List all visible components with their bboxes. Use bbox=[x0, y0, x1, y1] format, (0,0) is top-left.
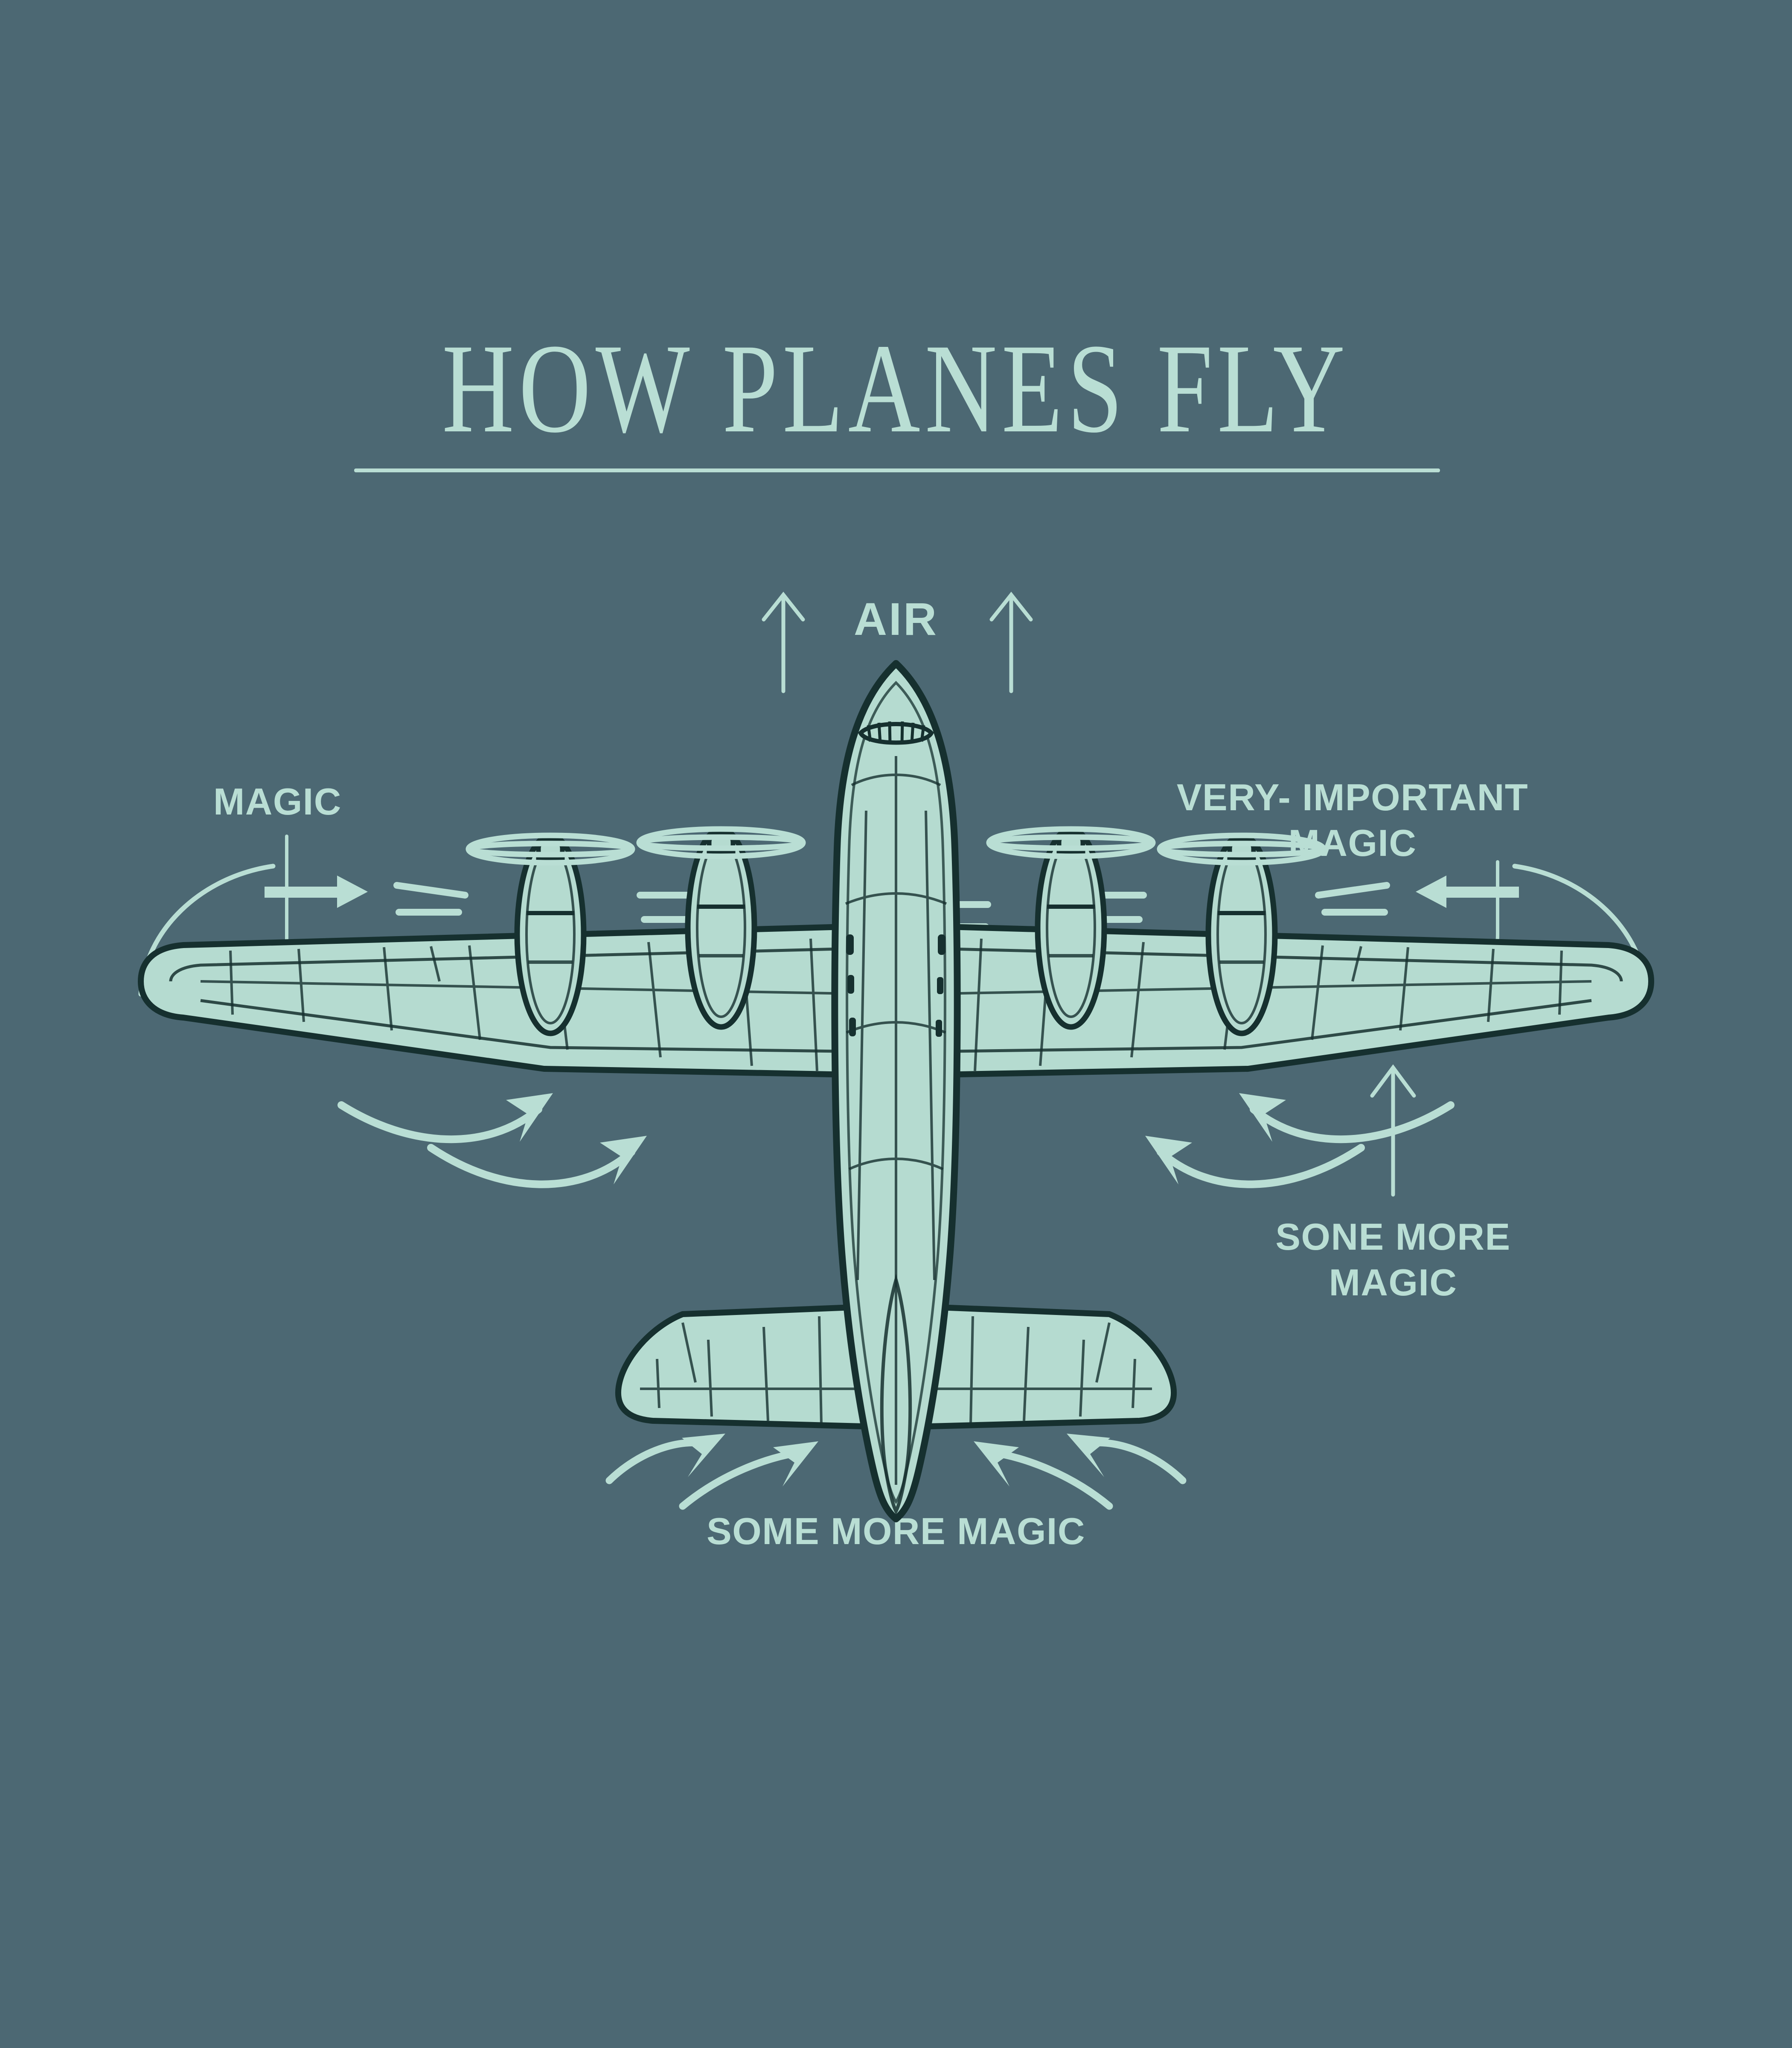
propeller-disc-outer-left bbox=[465, 832, 635, 866]
curved-arrow-left-lower-head bbox=[600, 1136, 647, 1184]
curved-arrow-right-lower-head bbox=[1145, 1136, 1192, 1184]
page-title: HOW PLANES FLY bbox=[442, 317, 1350, 459]
tail-arrow-right-outer-head bbox=[1067, 1434, 1110, 1477]
wing-right bbox=[912, 923, 1654, 1078]
label-air: AIR bbox=[854, 593, 938, 645]
label-some-more-magic: SOME MORE MAGIC bbox=[707, 1510, 1085, 1552]
curved-arrow-right-upper-head bbox=[1239, 1093, 1286, 1142]
fuselage-door-marks bbox=[846, 934, 945, 1037]
label-sone-more-magic: SONE MORE MAGIC bbox=[1275, 1216, 1511, 1304]
airflow-arrow-left bbox=[265, 876, 368, 908]
wing-edge-highlights bbox=[169, 946, 1623, 1053]
tail-arrow-left-outer-head bbox=[682, 1434, 725, 1477]
curved-arrow-right-upper bbox=[1250, 1101, 1455, 1143]
engine-nacelle-outer-right bbox=[1205, 832, 1278, 1036]
tail-arrow-right-outer bbox=[1080, 1439, 1187, 1484]
wing-left bbox=[138, 923, 880, 1078]
curved-arrow-left-upper-head bbox=[506, 1093, 553, 1142]
propeller-disc-inner-right bbox=[986, 826, 1156, 859]
label-magic: MAGIC bbox=[213, 780, 342, 823]
tail-cone bbox=[880, 1274, 912, 1515]
air-up-arrow-left bbox=[762, 591, 805, 693]
tail-arrow-left-inner-head bbox=[773, 1441, 818, 1487]
fuselage-frame-lines bbox=[845, 756, 947, 1485]
cockpit-window-mullions bbox=[867, 721, 925, 744]
curved-arrow-right-lower bbox=[1157, 1144, 1365, 1188]
curved-arrow-left-upper bbox=[337, 1101, 542, 1143]
title-underline-rule bbox=[354, 468, 1440, 472]
tail-arrow-right-inner-head bbox=[974, 1441, 1019, 1487]
propeller-disc-outer-right bbox=[1157, 832, 1327, 866]
airflow-dashes-right bbox=[1315, 882, 1390, 916]
curved-arrow-left-lower bbox=[427, 1144, 635, 1188]
label-very-important-magic: VERY- IMPORTANT MAGIC bbox=[1176, 776, 1529, 864]
airflow-arrow-right bbox=[1416, 876, 1519, 908]
title-block: HOW PLANES FLY bbox=[0, 324, 1792, 452]
airflow-dashes-left bbox=[393, 882, 468, 916]
tail-arrow-left-outer bbox=[605, 1439, 712, 1484]
air-up-arrow-right bbox=[989, 591, 1033, 693]
airplane-body bbox=[138, 660, 1654, 1522]
propeller-disc-inner-left bbox=[636, 826, 806, 859]
